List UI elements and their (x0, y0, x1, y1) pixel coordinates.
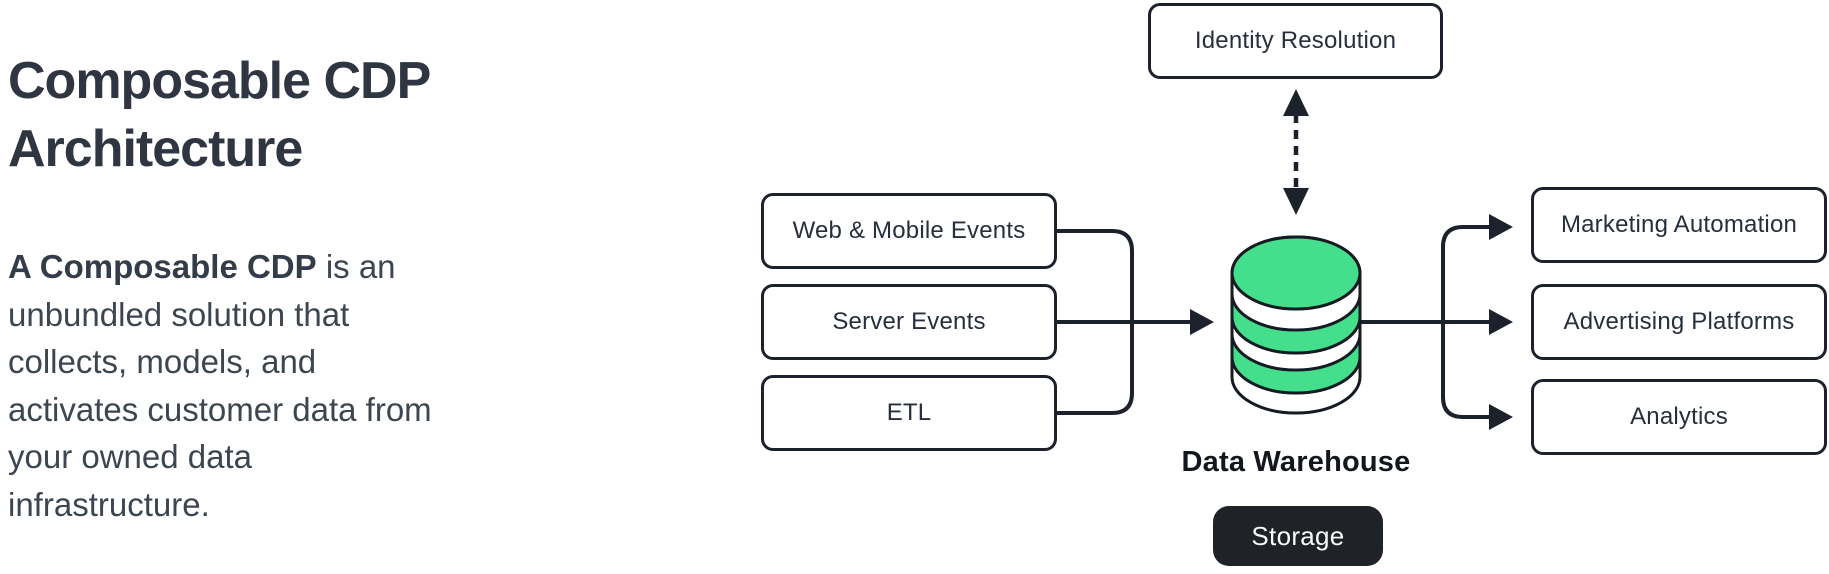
connector-destination-branches (1441, 225, 1489, 419)
source-box-web-mobile-events: Web & Mobile Events (761, 193, 1057, 269)
connector-sources-to-warehouse (1057, 229, 1192, 415)
arrowhead-up-icon (1283, 89, 1309, 116)
source-box-etl: ETL (761, 375, 1057, 451)
destination-box-advertising-platforms: Advertising Platforms (1531, 284, 1827, 360)
destination-box-marketing-automation: Marketing Automation (1531, 187, 1827, 263)
warehouse-label: Data Warehouse (1181, 446, 1411, 478)
database-band-lower (1230, 333, 1362, 395)
storage-badge: Storage (1213, 506, 1383, 566)
dashed-arrow-identity-warehouse (1283, 89, 1309, 215)
source-box-server-events: Server Events (761, 284, 1057, 360)
connector-warehouse-to-destinations (1360, 225, 1491, 419)
description-bold-lead: A Composable CDP (8, 248, 317, 285)
destination-box-analytics: Analytics (1531, 379, 1827, 455)
database-body (1230, 235, 1362, 415)
arrowhead-down-icon (1283, 188, 1309, 215)
arrowhead-right-icon (1489, 214, 1513, 240)
arrowhead-right-icon (1190, 309, 1214, 335)
database-icon (1230, 235, 1362, 415)
arrowhead-right-icon (1489, 309, 1513, 335)
database-band-upper (1230, 293, 1362, 355)
connector-bracket-web-etl (1057, 229, 1134, 415)
page-title: Composable CDP Architecture (8, 52, 430, 178)
database-top-face (1230, 235, 1362, 311)
description-rest: is an unbundled solution that collects, … (8, 248, 432, 523)
arrowhead-right-icon (1489, 404, 1513, 430)
identity-resolution-box: Identity Resolution (1148, 3, 1443, 79)
page-description: A Composable CDP is an unbundled solutio… (8, 243, 453, 528)
